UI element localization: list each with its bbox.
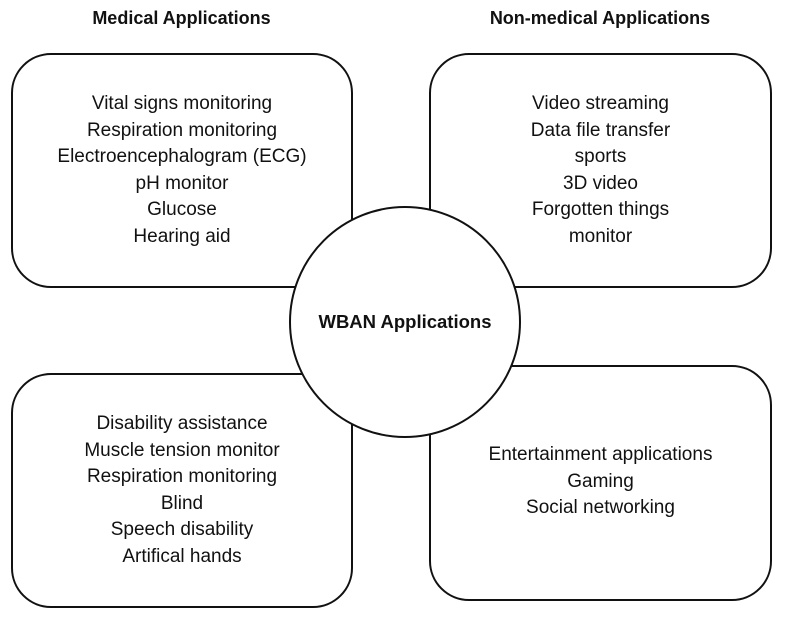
medical-applications-heading: Medical Applications	[92, 8, 271, 28]
center-label: WBAN Applications	[318, 311, 492, 332]
list-item: Gaming	[567, 470, 634, 492]
medical-box-bottom-left: Disability assistance Muscle tension mon…	[11, 373, 353, 608]
list-item: Glucose	[147, 199, 217, 220]
list-item: Respiration monitoring	[86, 119, 278, 141]
list-item: Speech disability	[110, 519, 254, 540]
list-item: Blind	[160, 492, 204, 514]
list-item: 3D video	[563, 172, 638, 194]
list-item: Video streaming	[532, 93, 669, 114]
list-item: Respiration monitoring	[86, 466, 278, 487]
list-item: Electroencephalogram (ECG)	[57, 146, 307, 167]
list-item: monitor	[568, 225, 633, 247]
list-item: Social networking	[526, 497, 675, 518]
list-item: pH monitor	[135, 172, 229, 194]
list-item: Data file transfer	[530, 119, 671, 141]
non-medical-applications-heading: Non-medical Applications	[489, 8, 711, 28]
medical-box-top-left: Vital signs monitoring Respiration monit…	[11, 53, 353, 288]
list-item: Muscle tension monitor	[84, 439, 280, 461]
list-item: sports	[574, 146, 627, 167]
list-item: Vital signs monitoring	[91, 93, 273, 114]
list-item: Hearing aid	[133, 225, 231, 247]
list-item: Forgotten things	[531, 199, 670, 220]
list-item: Artifical hands	[122, 545, 242, 567]
list-item: Disability assistance	[96, 413, 268, 434]
center-circle-node: WBAN Applications	[289, 206, 521, 438]
list-item: Entertainment applications	[488, 444, 713, 465]
